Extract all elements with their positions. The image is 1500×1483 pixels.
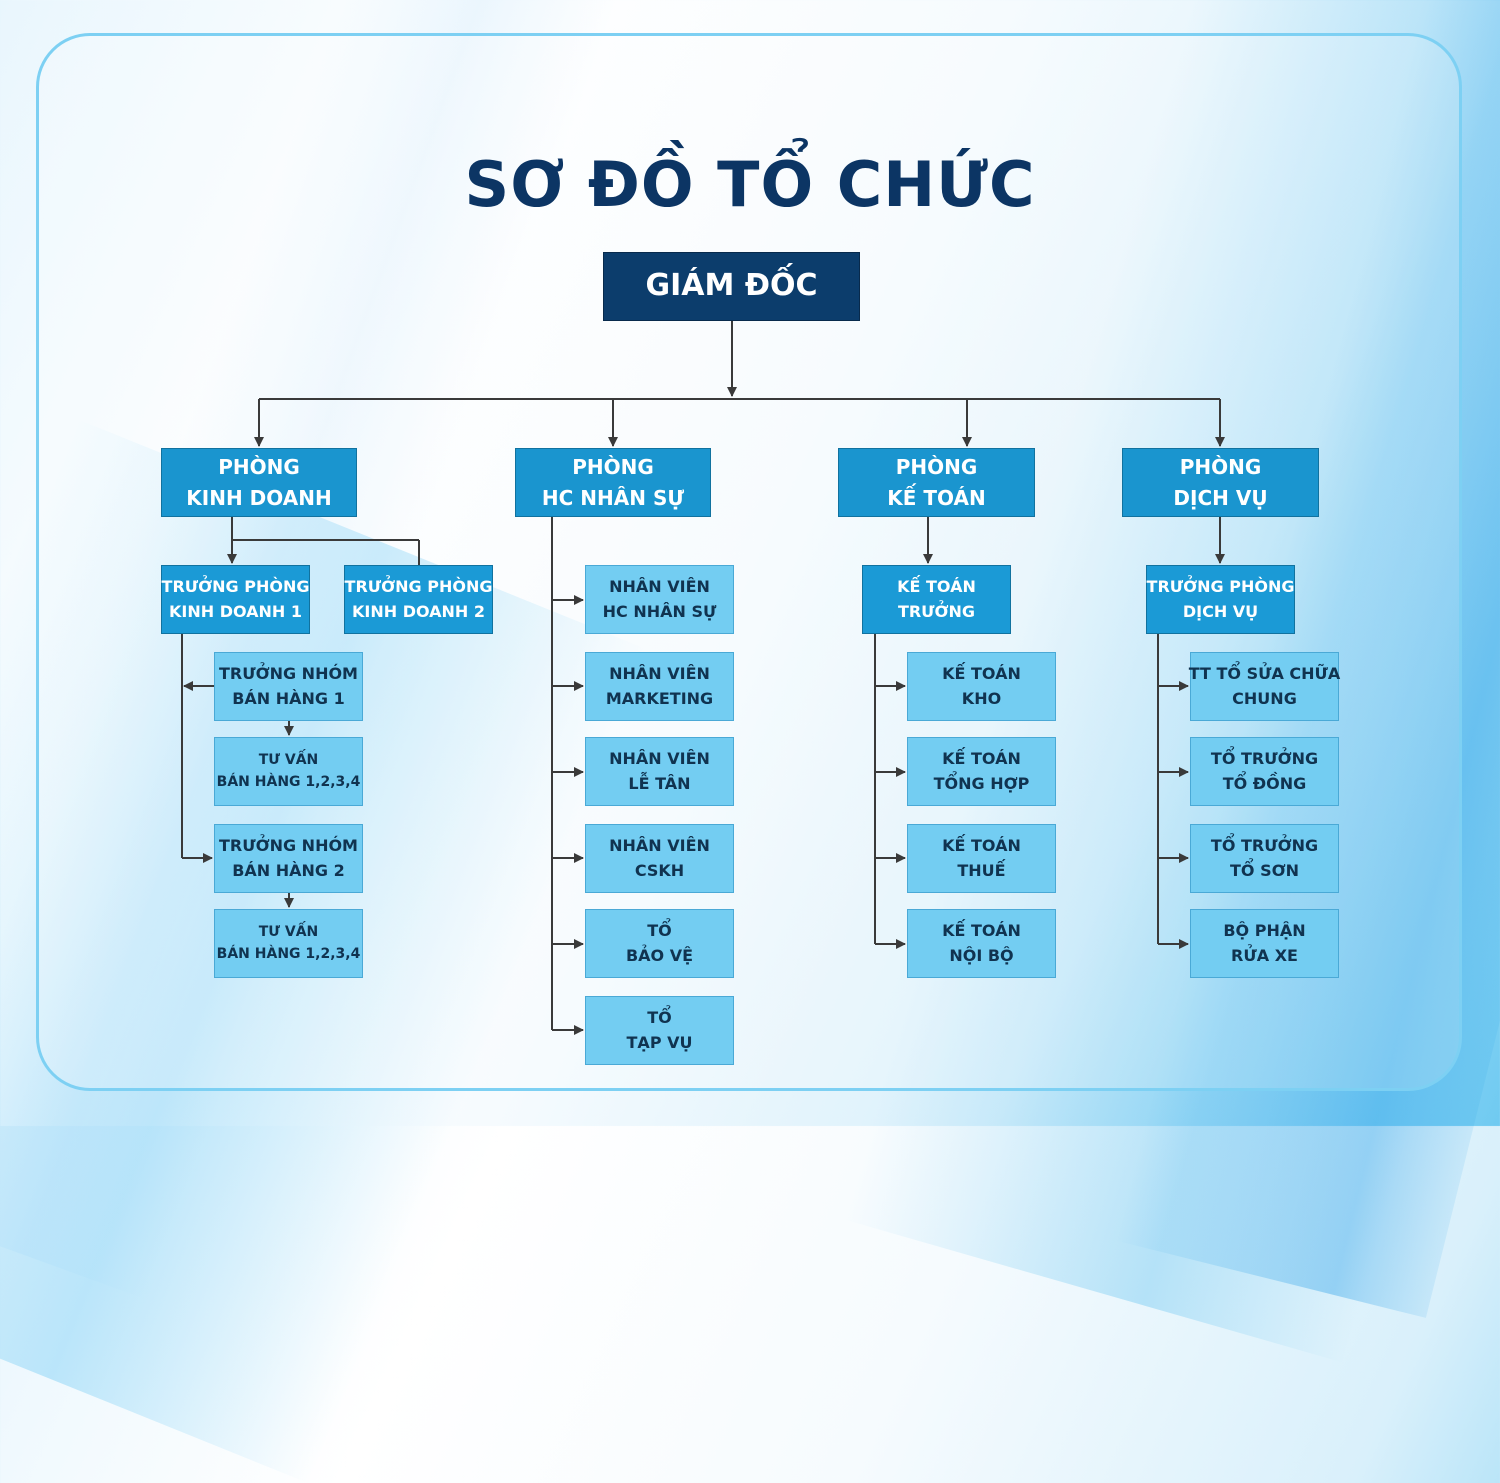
- node-label: KẾ TOÁN: [887, 485, 986, 510]
- node-label: PHÒNG: [895, 454, 978, 479]
- node-label: THUẾ: [957, 860, 1006, 880]
- node-label: TRƯỞNG NHÓM: [219, 663, 358, 683]
- node-label: CHUNG: [1232, 688, 1297, 708]
- node-label: KHO: [961, 688, 1002, 708]
- node-label: TRƯỞNG NHÓM: [219, 835, 358, 855]
- node-label: BÁN HÀNG 1,2,3,4: [216, 945, 361, 962]
- node-director-label: GIÁM ĐỐC: [645, 268, 818, 304]
- node-label: TRƯỞNG PHÒNG: [1146, 576, 1295, 596]
- node-label: TRƯỞNG: [897, 601, 976, 621]
- node-label: TỔ TRƯỞNG: [1210, 748, 1319, 768]
- node-label: BÁN HÀNG 1: [232, 688, 345, 708]
- node-director: GIÁM ĐỐC: [603, 252, 860, 321]
- node-security-team: TỔ BẢO VỆ: [585, 909, 734, 978]
- node-label: LỄ TÂN: [628, 773, 691, 793]
- node-label: MARKETING: [605, 688, 714, 708]
- node-label: KẾ TOÁN: [942, 663, 1021, 683]
- node-label: PHÒNG: [218, 454, 300, 479]
- node-label: BỘ PHẬN: [1223, 920, 1306, 940]
- node-label: KINH DOANH 2: [351, 601, 486, 621]
- node-warehouse-accountant: KẾ TOÁN KHO: [907, 652, 1056, 721]
- node-label: NHÂN VIÊN: [609, 663, 710, 683]
- chart-title: SƠ ĐỒ TỔ CHỨC: [464, 148, 1036, 221]
- node-label: TT TỔ SỬA CHỮA: [1188, 663, 1341, 683]
- node-sales-manager-1: TRƯỞNG PHÒNG KINH DOANH 1: [161, 565, 310, 634]
- node-label: TƯ VẤN: [258, 751, 319, 768]
- node-label: KẾ TOÁN: [897, 576, 976, 596]
- node-label: RỬA XE: [1231, 945, 1298, 965]
- node-label: TẠP VỤ: [626, 1032, 693, 1052]
- node-label: HC NHÂN SỰ: [541, 485, 685, 510]
- node-marketing-staff: NHÂN VIÊN MARKETING: [585, 652, 734, 721]
- node-internal-accountant: KẾ TOÁN NỘI BỘ: [907, 909, 1056, 978]
- node-label: NỘI BỘ: [949, 945, 1014, 965]
- node-label: DỊCH VỤ: [1173, 485, 1268, 510]
- node-label: KẾ TOÁN: [942, 835, 1021, 855]
- node-bodywork-team: TỔ TRƯỞNG TỔ ĐỒNG: [1190, 737, 1339, 806]
- node-label: BÁN HÀNG 1,2,3,4: [216, 773, 361, 790]
- node-label: NHÂN VIÊN: [609, 835, 710, 855]
- node-label: TỔ TRƯỞNG: [1210, 835, 1319, 855]
- node-label: TƯ VẤN: [258, 923, 319, 940]
- node-repair-team: TT TỔ SỬA CHỮA CHUNG: [1188, 652, 1341, 721]
- node-janitorial-team: TỔ TẠP VỤ: [585, 996, 734, 1065]
- node-hr-staff: NHÂN VIÊN HC NHÂN SỰ: [585, 565, 734, 634]
- node-label: KINH DOANH: [186, 485, 332, 510]
- node-team-lead-1: TRƯỞNG NHÓM BÁN HÀNG 1: [214, 652, 363, 721]
- node-label: BẢO VỆ: [625, 945, 694, 965]
- node-label: PHÒNG: [1179, 454, 1262, 479]
- node-consultant-2: TƯ VẤN BÁN HÀNG 1,2,3,4: [214, 909, 363, 978]
- node-label: PHÒNG: [572, 454, 654, 479]
- node-cskh-staff: NHÂN VIÊN CSKH: [585, 824, 734, 893]
- node-consultant-1: TƯ VẤN BÁN HÀNG 1,2,3,4: [214, 737, 363, 806]
- node-dept-service: PHÒNG DỊCH VỤ: [1122, 448, 1319, 517]
- node-service-manager: TRƯỞNG PHÒNG DỊCH VỤ: [1146, 565, 1295, 634]
- node-dept-hr: PHÒNG HC NHÂN SỰ: [515, 448, 711, 517]
- node-label: DỊCH VỤ: [1182, 601, 1259, 621]
- node-chief-accountant: KẾ TOÁN TRƯỞNG: [862, 565, 1011, 634]
- connector-lines: [181, 321, 1225, 1035]
- node-label: TRƯỞNG PHÒNG: [344, 576, 493, 596]
- node-label: TỔ ĐỒNG: [1222, 773, 1307, 793]
- node-sales-manager-2: TRƯỞNG PHÒNG KINH DOANH 2: [344, 565, 493, 634]
- node-paint-team: TỔ TRƯỞNG TỔ SƠN: [1190, 824, 1339, 893]
- node-label: CSKH: [634, 860, 685, 880]
- node-label: BÁN HÀNG 2: [232, 860, 345, 880]
- node-tax-accountant: KẾ TOÁN THUẾ: [907, 824, 1056, 893]
- node-team-lead-2: TRƯỞNG NHÓM BÁN HÀNG 2: [214, 824, 363, 893]
- node-dept-accounting: PHÒNG KẾ TOÁN: [838, 448, 1035, 517]
- node-label: TỔ: [647, 1007, 672, 1027]
- node-general-accountant: KẾ TOÁN TỔNG HỢP: [907, 737, 1056, 806]
- node-label: NHÂN VIÊN: [609, 576, 710, 596]
- node-label: TỔNG HỢP: [933, 773, 1030, 793]
- node-label: HC NHÂN SỰ: [602, 601, 717, 621]
- node-label: TỔ SƠN: [1230, 860, 1299, 880]
- node-label: NHÂN VIÊN: [609, 748, 710, 768]
- node-label: TRƯỞNG PHÒNG: [161, 576, 310, 596]
- node-dept-sales: PHÒNG KINH DOANH: [161, 448, 357, 517]
- node-label: KINH DOANH 1: [168, 601, 303, 621]
- node-label: KẾ TOÁN: [942, 920, 1021, 940]
- node-label: KẾ TOÁN: [942, 748, 1021, 768]
- node-label: TỔ: [647, 920, 672, 940]
- node-car-wash: BỘ PHẬN RỬA XE: [1190, 909, 1339, 978]
- node-reception-staff: NHÂN VIÊN LỄ TÂN: [585, 737, 734, 806]
